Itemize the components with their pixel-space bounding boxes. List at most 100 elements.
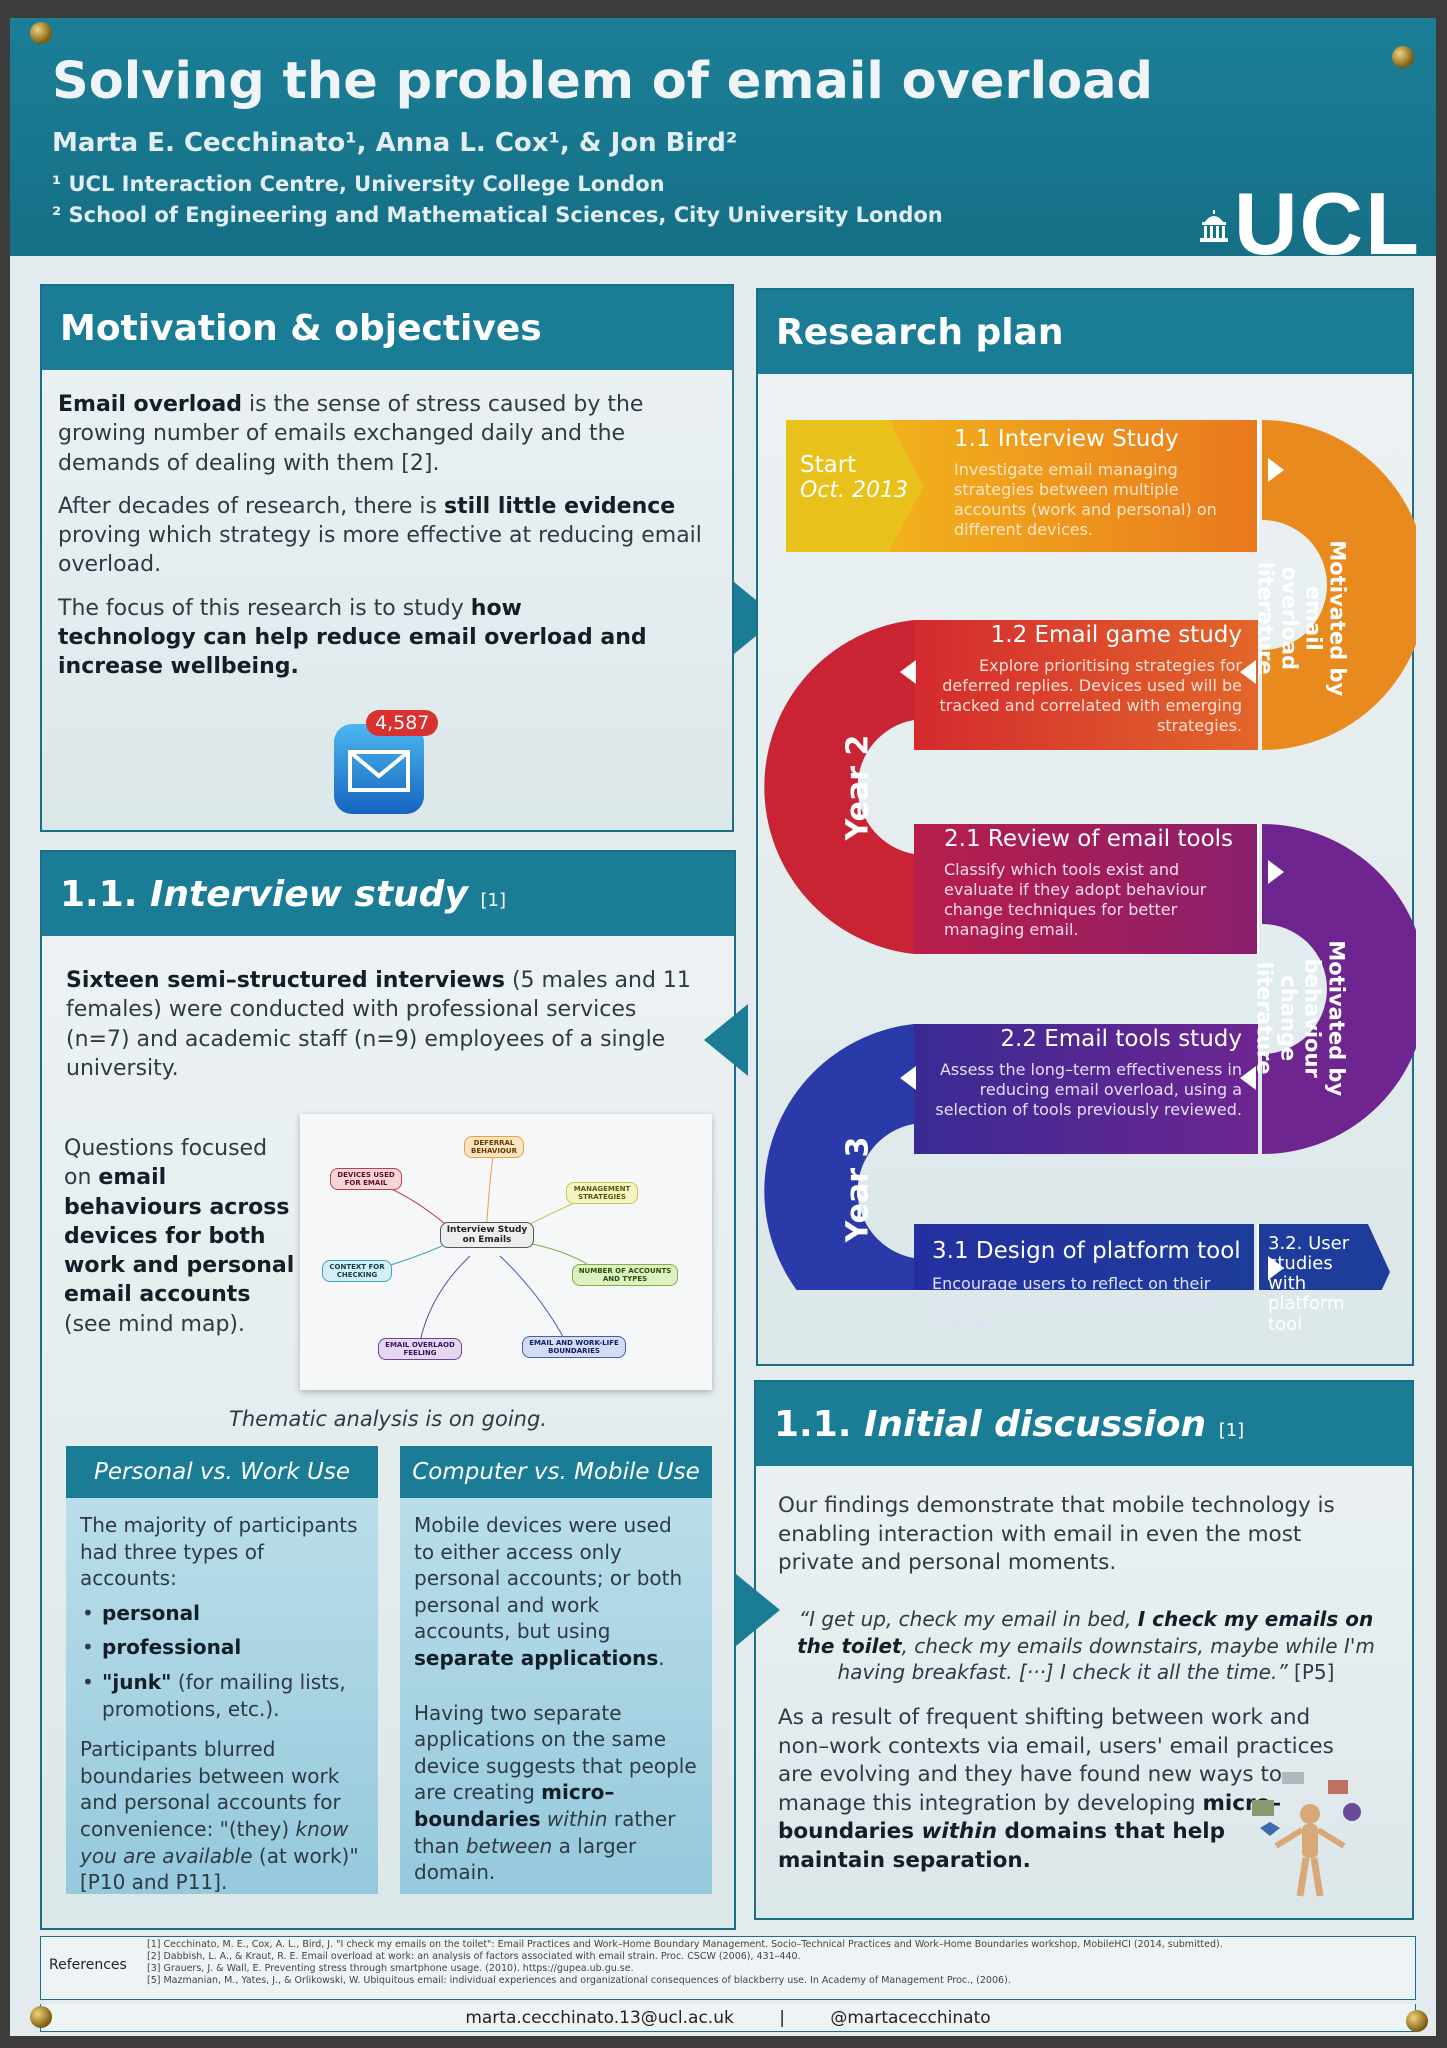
motivation-panel: Motivation & objectives Email overload i… — [40, 284, 734, 832]
micro-start: Having two separate applications on the … — [414, 1700, 697, 1805]
discussion-paragraph-1: Our findings demonstrate that mobile tec… — [778, 1493, 1335, 1576]
mind-map-center: Interview Study on Emails — [440, 1222, 534, 1248]
account-type-item: professional — [80, 1634, 364, 1661]
mail-app-icon — [334, 724, 424, 814]
reference-item: [1] Cecchinato, M. E., Cox, A. L., Bird,… — [147, 1939, 1223, 1950]
mind-map-node: DEVICES USED FOR EMAIL — [330, 1168, 402, 1190]
affiliation-1: ¹ UCL Interaction Centre, University Col… — [52, 172, 665, 196]
step-2-1-desc: Classify which tools exist and evaluate … — [944, 860, 1207, 939]
step-3-1-title: 3.1 Design of platform tool — [932, 1238, 1241, 1264]
motivation-paragraph-2: After decades of research, there is stil… — [58, 492, 708, 580]
reference-item: [3] Grauers, J. & Wall, E. Preventing st… — [147, 1963, 634, 1975]
arrow-to-discussion — [736, 1574, 780, 1646]
accounts-intro: The majority of participants had three t… — [80, 1513, 358, 1591]
envelope-icon — [348, 750, 410, 792]
research-plan-flow — [764, 420, 1416, 1290]
poster: Solving the problem of email overload Ma… — [10, 18, 1436, 2036]
computer-vs-mobile-text: Mobile devices were used to either acces… — [400, 1498, 712, 1900]
contact-twitter: @martacecchinato — [830, 2008, 991, 2028]
pin-top-left — [30, 22, 52, 44]
start-label: Start — [800, 452, 857, 478]
step-1-1-title: 1.1 Interview Study — [954, 426, 1179, 452]
research-plan-panel: Research plan — [756, 288, 1416, 1366]
references-list: [1] Cecchinato, M. E., Cox, A. L., Bird,… — [147, 1939, 1223, 1988]
pin-top-right — [1392, 46, 1414, 68]
p2-within: within — [921, 1819, 998, 1845]
curve-right-1 — [1262, 420, 1416, 750]
motivation-paragraph-1: Email overload is the sense of stress ca… — [58, 390, 708, 478]
quote-ref: [P5] — [1287, 1660, 1335, 1685]
interview-heading-title: Interview study — [150, 874, 468, 915]
initial-discussion-panel: 1.1. Initial discussion [1] Our findings… — [754, 1380, 1414, 1920]
account-type-item: "junk" (for mailing lists, promotions, e… — [80, 1669, 364, 1722]
arrow-from-plan — [704, 1004, 748, 1076]
discussion-heading: 1.1. Initial discussion [1] — [756, 1382, 1412, 1466]
mind-map-node: EMAIL OVERLAOD FEELING — [378, 1338, 462, 1360]
mind-map-node: CONTEXT FOR CHECKING — [322, 1260, 392, 1282]
contact-bar: marta.cecchinato.13@ucl.ac.uk | @martace… — [40, 2004, 1416, 2032]
step-1-2-title: 1.2 Email game study — [990, 622, 1242, 648]
author-list: Marta E. Cecchinato¹, Anna L. Cox¹, & Jo… — [52, 128, 738, 158]
motivation-p1-bold: Email overload — [58, 392, 243, 417]
personal-vs-work-heading: Personal vs. Work Use — [66, 1446, 378, 1498]
references-label: References — [49, 1957, 127, 1973]
computer-vs-mobile-box: Computer vs. Mobile Use Mobile devices w… — [400, 1446, 712, 1894]
start-block — [786, 420, 923, 552]
step-2-2-block — [914, 1024, 1258, 1154]
interview-heading-num: 1.1. — [60, 874, 138, 915]
pin-bottom-right — [1406, 2010, 1428, 2032]
separate-apps-end: . — [658, 1645, 665, 1670]
motivation-p1-rest: is the sense of stress caused by the gro… — [58, 392, 644, 476]
step-1-1-desc: Investigate email managing strategies be… — [954, 460, 1217, 539]
affiliation-2: ² School of Engineering and Mathematical… — [52, 203, 943, 227]
reference-item: [2] Dabbish, L. A., & Kraut, R. E. Email… — [147, 1951, 801, 1963]
thematic-analysis-note: Thematic analysis is on going. — [229, 1407, 547, 1431]
motivation-heading: Motivation & objectives — [42, 286, 732, 370]
motivation-p3-start: The focus of this research is to study — [58, 595, 471, 621]
blurred-start: Participants blurred boundaries between … — [80, 1737, 341, 1841]
juggling-mannequin-illustration — [1252, 1772, 1361, 1897]
pin-bottom-left — [30, 2006, 52, 2028]
blurred-boundaries-text: Participants blurred boundaries between … — [80, 1736, 364, 1896]
step-3-1-desc: Encourage users to reflect on their emai… — [932, 1274, 1218, 1332]
interview-intro-bold: Sixteen semi–structured interviews — [66, 968, 505, 993]
motivated-email-overload-label: Motivated by email overload literature — [1252, 540, 1350, 697]
interview-intro-rest: (5 males and 11 females) were conducted … — [66, 968, 691, 1081]
interview-heading: 1.1. Interview study [1] — [42, 852, 734, 936]
participant-quote: “I get up, check my email in bed, I chec… — [796, 1606, 1376, 1686]
account-type-label: professional — [102, 1635, 242, 1660]
motivation-p2-bold: still little evidence — [443, 493, 676, 519]
motivated-behaviour-change-label: Motivated by behaviour change literature — [1251, 940, 1349, 1097]
quote-start: “I get up, check my email in bed, — [798, 1607, 1138, 1631]
discussion-heading-title: Initial discussion — [864, 1404, 1207, 1445]
questions-start: Questions focused on — [64, 1136, 268, 1191]
computer-vs-mobile-heading: Computer vs. Mobile Use — [400, 1446, 712, 1498]
blurred-italic: know you are available — [80, 1816, 349, 1868]
personal-vs-work-text: The majority of participants had three t… — [66, 1498, 378, 1910]
curve-left-year3 — [764, 1024, 914, 1290]
micro-boundaries-text: Having two separate applications on the … — [414, 1700, 698, 1886]
quote-bold: I check my emails on the toilet — [797, 1607, 1374, 1658]
motivation-paragraph-3: The focus of this research is to study h… — [58, 594, 648, 682]
questions-rest: (see mind map). — [64, 1311, 246, 1337]
separate-apps-bold: separate applications — [414, 1645, 659, 1670]
blurred-rest: (at work)" [P10 and P11]. — [80, 1843, 359, 1895]
unread-count-badge: 4,587 — [366, 710, 439, 736]
mind-map-node: MANAGEMENT STRATEGIES — [566, 1182, 638, 1204]
research-plan-heading: Research plan — [758, 290, 1412, 374]
mind-map: Interview Study on Emails DEFERRAL BEHAV… — [300, 1114, 712, 1390]
account-type-label: personal — [102, 1600, 200, 1625]
step-2-1-block — [914, 824, 1258, 954]
p2-start: As a result of frequent shifting between… — [778, 1705, 1334, 1816]
step-1-2-desc: Explore prioritising strategies for defe… — [939, 656, 1242, 735]
step-3-2-label: 3.2. User studies with platform tool — [1268, 1233, 1350, 1335]
ucl-logo-text: UCL — [1234, 174, 1421, 273]
poster-title: Solving the problem of email overload — [52, 52, 1154, 111]
micro-end: a larger domain. — [414, 1833, 637, 1885]
step-1-2-block — [914, 620, 1258, 750]
motivation-p2-rest: proving which strategy is more effective… — [58, 523, 702, 578]
ucl-logo: UCL — [1196, 180, 1419, 268]
step-3-1-block — [914, 1224, 1254, 1290]
motivation-text: Email overload is the sense of stress ca… — [58, 390, 708, 681]
mind-map-node: NUMBER OF ACCOUNTS AND TYPES — [572, 1264, 678, 1286]
